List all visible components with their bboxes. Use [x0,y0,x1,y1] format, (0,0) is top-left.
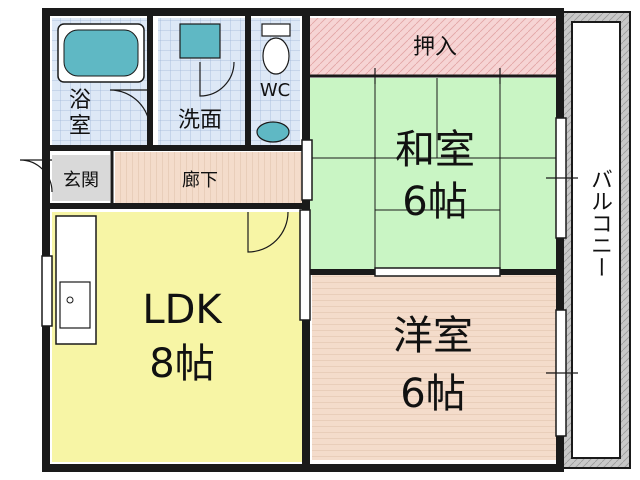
washroom-label: 洗面 [177,108,222,133]
rouka-label: 廊下 [182,170,218,191]
bathroom-label-line1: 浴 [68,88,91,113]
kitchen-counter [55,215,97,345]
washing-machine-space [179,23,221,59]
toilet-bowl [262,37,290,75]
washitsu-floor [310,78,560,270]
yoshitsu-name: 洋室 [393,313,473,359]
genkan-label: 玄関 [63,170,99,191]
balcony-label: バルコニー [587,168,612,278]
oshiire-label: 押入 [412,35,457,60]
hand-basin [256,121,290,143]
oshiire-floor [310,18,560,76]
kitchen-sink [59,281,91,329]
genkan-floor [52,155,110,201]
washitsu-name: 和室 [395,127,475,173]
toilet-label: WC [259,80,291,101]
bathroom-label-line2: 室 [68,114,91,139]
yoshitsu-floor [312,274,560,460]
rouka-floor [115,152,305,204]
toilet-tank [261,23,291,37]
washitsu-size: 6帖 [402,179,468,225]
ldk-size: 8帖 [149,341,215,387]
ldk-name: LDK [142,287,222,333]
yoshitsu-size: 6帖 [400,371,466,417]
